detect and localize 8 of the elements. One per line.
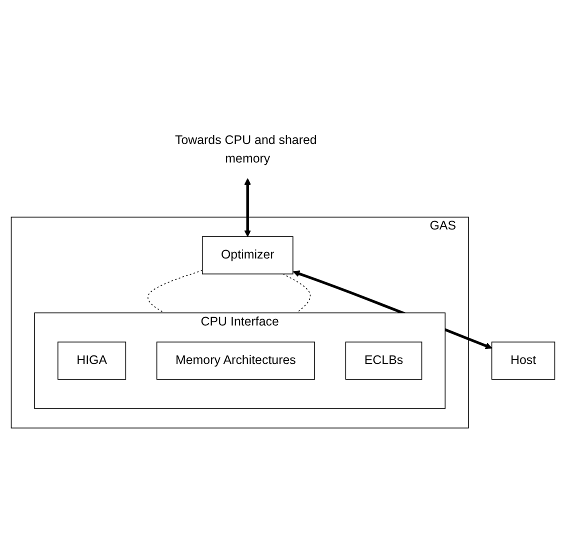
text-label: Towards CPU and shared memory — [174, 134, 317, 166]
process-box: Optimizer — [202, 236, 294, 274]
process-box: Memory Architectures — [156, 342, 315, 380]
process-box: HIGA — [58, 342, 126, 380]
group-title: CPU Interface — [200, 315, 279, 328]
process-box: ECLBs — [345, 342, 422, 380]
process-box: Host — [491, 342, 556, 380]
group-title: GAS — [430, 219, 456, 233]
